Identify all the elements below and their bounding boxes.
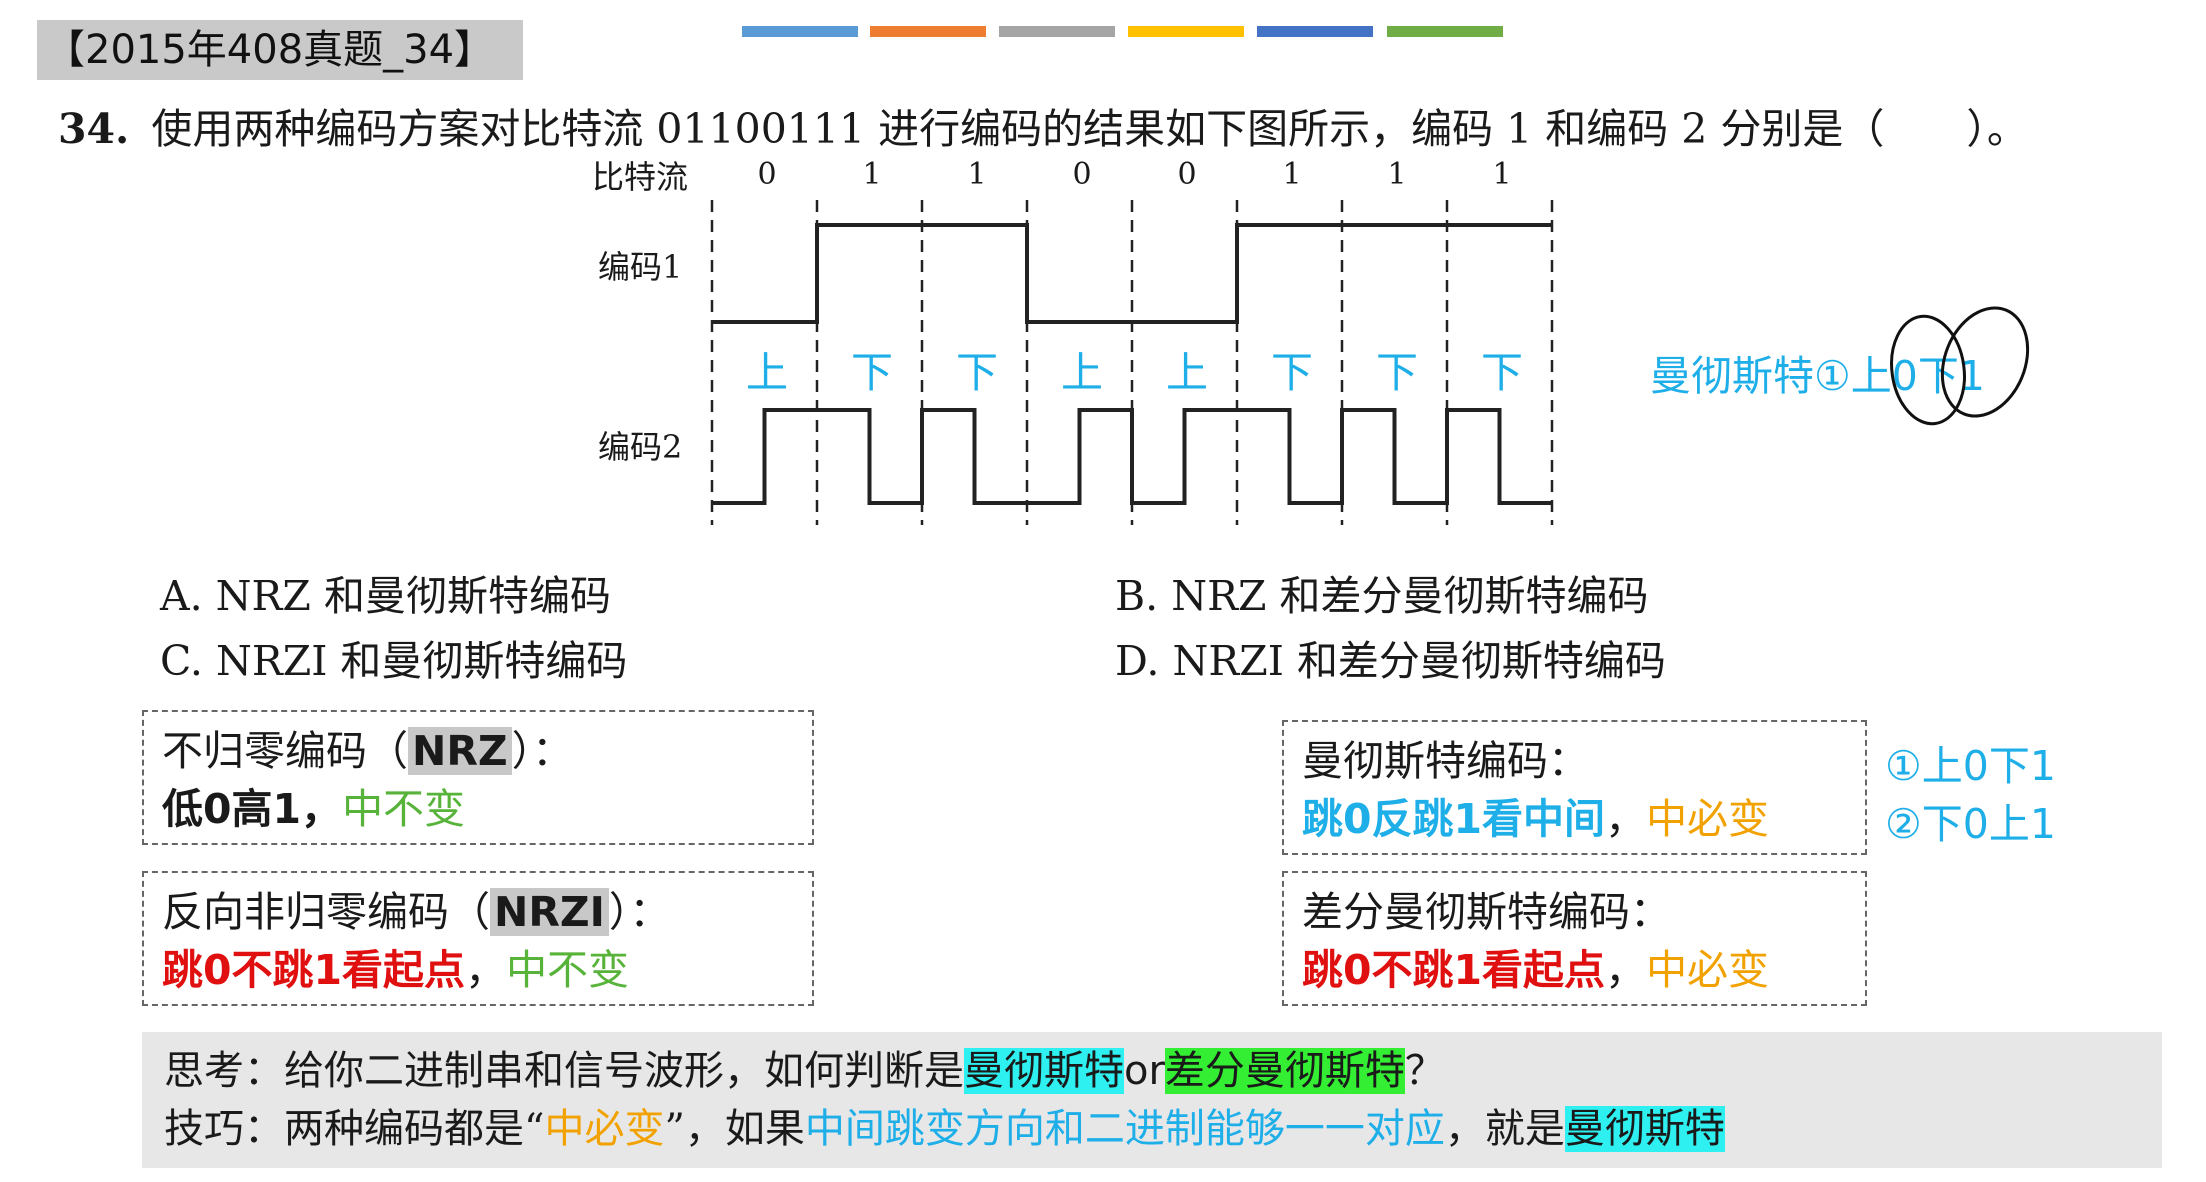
think-question: 思考：给你二进制串和信号波形，如何判断是 <box>164 1048 964 1094</box>
tip-condition: 中间跳变方向和二进制能够一一对应 <box>804 1106 1445 1152</box>
manchester-box: 曼彻斯特编码： 跳0反跳1看中间，中必变 <box>1282 720 1867 855</box>
tip-manchester: 曼彻斯特 <box>1564 1106 1725 1152</box>
transition-label: 下 <box>956 348 998 397</box>
manchester-note-circled-b: 下1 <box>1917 352 1985 400</box>
think-diff-manchester: 差分曼彻斯特 <box>1164 1048 1405 1094</box>
option-b[interactable]: B. NRZ 和差分曼彻斯特编码 <box>1115 572 1649 620</box>
diff-manchester-title: 差分曼彻斯特编码： <box>1302 888 1671 936</box>
side-note-1: ①上0下1 <box>1885 742 2056 790</box>
think-qmark: ？ <box>1404 1048 1445 1094</box>
diff-manchester-middle-rule: 中必变 <box>1646 946 1770 994</box>
nrzi-title-end: ）： <box>608 888 671 936</box>
transition-label: 上 <box>1061 348 1103 397</box>
bit-label: 0 <box>1072 157 1091 192</box>
code1-label: 编码1 <box>598 248 682 286</box>
transition-label: 下 <box>1271 348 1313 397</box>
think-block: 思考：给你二进制串和信号波形，如何判断是曼彻斯特or差分曼彻斯特？ 技巧：两种编… <box>142 1032 2162 1168</box>
bit-label: 1 <box>967 157 986 192</box>
nrzi-middle-rule: 中不变 <box>506 946 630 994</box>
transition-label: 下 <box>1481 348 1523 397</box>
diff-manchester-sep: ， <box>1605 946 1647 994</box>
nrz-title: 不归零编码（ <box>162 727 408 775</box>
option-d[interactable]: D. NRZI 和差分曼彻斯特编码 <box>1115 637 1666 685</box>
nrzi-box: 反向非归零编码（NRZI）： 跳0不跳1看起点，中不变 <box>142 871 814 1006</box>
manchester-middle-rule: 中必变 <box>1646 795 1770 843</box>
bit-label: 0 <box>1177 157 1196 192</box>
tip-then: ，就是 <box>1444 1106 1565 1152</box>
nrz-abbr: NRZ <box>408 727 512 775</box>
transition-label: 下 <box>851 348 893 397</box>
encoding-diagram: 比特流 编码1 编码2 0 1 1 0 0 1 1 1 上 下 下 上 上 下 下 下 <box>592 157 1554 525</box>
bit-label: 1 <box>1282 157 1301 192</box>
color-bar-2 <box>870 26 986 37</box>
bit-label: 1 <box>1387 157 1406 192</box>
title-tag: 【2015年408真题_34】 <box>37 20 523 80</box>
transition-label: 下 <box>1376 348 1418 397</box>
bit-label: 0 <box>757 157 776 192</box>
tip-prefix: 技巧：两种编码都是“ <box>164 1106 545 1152</box>
think-or: or <box>1124 1048 1165 1094</box>
nrzi-sep: ， <box>465 946 507 994</box>
code2-waveform <box>712 408 1552 505</box>
bitstream-label: 比特流 <box>592 158 688 196</box>
question: 34. 使用两种编码方案对比特流 01100111 进行编码的结果如下图所示，编码… <box>58 95 2028 155</box>
nrz-title-end: ）： <box>511 727 574 775</box>
manchester-note-circled-a: 上0 <box>1850 352 1918 400</box>
tip-middle-change: 中必变 <box>544 1106 665 1152</box>
diff-manchester-box: 差分曼彻斯特编码： 跳0不跳1看起点，中必变 <box>1282 871 1867 1006</box>
hand-drawn-circles <box>1890 306 2030 426</box>
code2-label: 编码2 <box>598 428 682 466</box>
tip-if: ”，如果 <box>664 1106 805 1152</box>
nrzi-title: 反向非归零编码（ <box>162 888 490 936</box>
manchester-sep: ， <box>1605 795 1647 843</box>
nrzi-abbr: NRZI <box>490 888 609 936</box>
nrz-rule: 低0高1， <box>162 785 343 833</box>
manchester-title: 曼彻斯特编码： <box>1302 737 1589 785</box>
bit-label: 1 <box>862 157 881 192</box>
manchester-rule: 跳0反跳1看中间 <box>1302 795 1606 843</box>
option-a[interactable]: A. NRZ 和曼彻斯特编码 <box>160 572 611 620</box>
color-bar-6 <box>1387 26 1503 37</box>
nrz-middle-rule: 中不变 <box>342 785 466 833</box>
bit-label: 1 <box>1492 157 1511 192</box>
transition-label: 上 <box>1166 348 1208 397</box>
question-number: 34. <box>58 105 130 153</box>
nrzi-rule: 跳0不跳1看起点 <box>162 946 466 994</box>
diff-manchester-rule: 跳0不跳1看起点 <box>1302 946 1606 994</box>
manchester-note: 曼彻斯特①上0下1 <box>1650 342 1985 402</box>
transition-label: 上 <box>746 348 788 397</box>
think-manchester: 曼彻斯特 <box>964 1048 1124 1094</box>
code1-waveform <box>712 223 1552 324</box>
question-text: 使用两种编码方案对比特流 01100111 进行编码的结果如下图所示，编码 1 … <box>151 105 2028 153</box>
color-bar-3 <box>999 26 1115 37</box>
side-note-2: ②下0上1 <box>1885 800 2056 848</box>
color-bar-1 <box>742 26 858 37</box>
option-c[interactable]: C. NRZI 和曼彻斯特编码 <box>160 637 628 685</box>
color-bar-5 <box>1257 26 1373 37</box>
manchester-note-text: 曼彻斯特① <box>1650 352 1851 400</box>
color-bar-4 <box>1128 26 1244 37</box>
nrz-box: 不归零编码（NRZ）： 低0高1，中不变 <box>142 710 814 845</box>
